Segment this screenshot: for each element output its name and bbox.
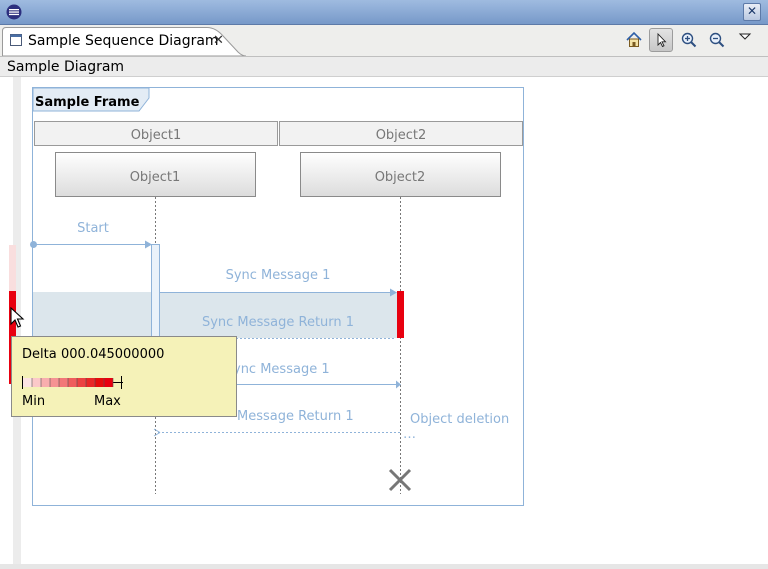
found-message-start-dot [30,241,37,248]
view-menu-button[interactable] [734,28,758,52]
arrowhead [145,240,152,249]
tooltip-delta-value: 000.045000000 [61,347,165,362]
window-close-button[interactable]: ✕ [743,3,761,21]
message-label: Sync Message Return 1 [202,315,354,330]
tab-close-icon[interactable]: ✕ [213,33,224,48]
frame-title: Sample Frame [35,95,140,110]
select-tool-button[interactable] [649,28,673,52]
execution-occurrence-object1[interactable] [151,244,160,345]
object-deletion-ellipsis: … [403,427,416,442]
eclipse-app-icon [6,4,22,20]
lifeline-label: Object1 [130,170,181,185]
tab-sample-sequence-diagram[interactable] [2,27,246,56]
canvas-bottom-border [0,564,768,569]
object-deletion-label: Object deletion [410,412,509,427]
message-label: Message Return 1 [237,409,354,424]
lifeline-header-object2[interactable] [279,121,523,146]
time-delta-tooltip [11,336,237,417]
time-compression-segment-light [9,245,16,291]
tab-label: Sample Sequence Diagram [28,33,219,49]
tooltip-max-label: Max [94,394,121,409]
zoom-out-icon [709,32,725,48]
zoom-in-button[interactable] [677,28,701,52]
diagram-header-bar [0,57,768,77]
lifeline-header-label: Object2 [376,128,427,143]
tooltip-gradient-scale [22,376,123,389]
lifeline-header-label: Object1 [131,128,182,143]
message-label: ync Message 1 [233,362,330,377]
diagram-editor-icon [10,34,22,46]
message-label: Sync Message 1 [226,268,331,283]
home-icon [626,31,642,47]
lifeline-label: Object2 [375,170,426,185]
arrowhead [153,428,161,437]
diagram-title: Sample Diagram [7,59,125,75]
execution-occurrence-object2[interactable] [397,291,404,338]
lifeline-object1[interactable] [55,152,256,197]
frame-title-tab [32,87,150,112]
select-pointer-icon [657,32,667,48]
zoom-in-icon [681,32,697,48]
lifeline-header-object1[interactable] [34,121,278,146]
close-icon: ✕ [746,4,758,18]
home-button[interactable] [622,28,646,52]
sample-frame[interactable] [32,87,524,506]
lifeline-object2[interactable] [300,152,501,197]
tooltip-delta-label: Delta [22,347,57,362]
message-label: Start [77,221,109,236]
mouse-cursor-icon [10,307,25,328]
window-title-bar [0,0,768,25]
selected-time-range-highlight [33,292,397,338]
arrowhead [396,380,401,389]
tooltip-min-label: Min [22,394,46,409]
zoom-out-button[interactable] [705,28,729,52]
arrowhead [390,288,397,297]
view-menu-icon [738,33,752,40]
object-deletion-x-icon[interactable] [388,468,412,492]
